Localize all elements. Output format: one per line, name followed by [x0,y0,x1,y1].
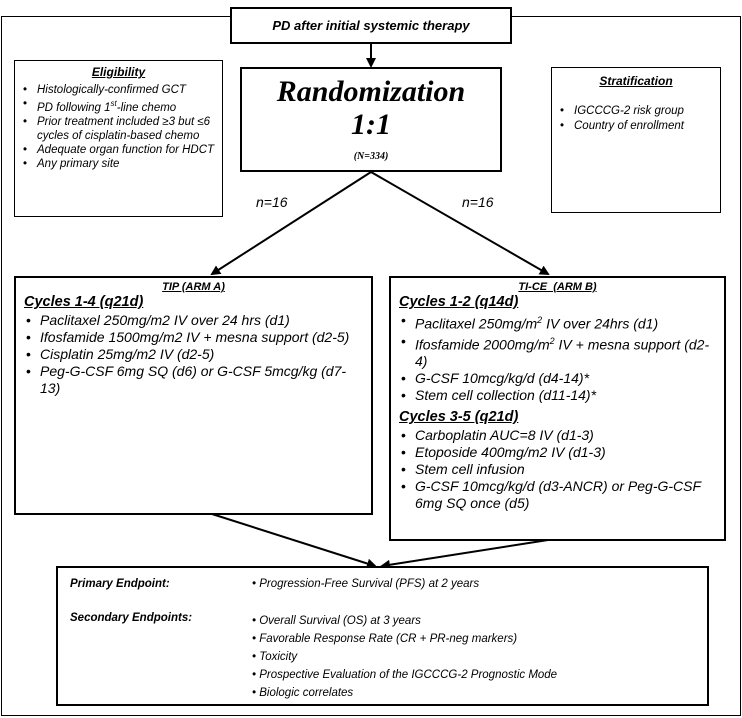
top-box-text: PD after initial systemic therapy [272,18,470,33]
arm-a-item: Peg-G-CSF 6mg SQ (d6) or G-CSF 5mcg/kg (… [26,363,363,397]
arm-b-item: Ifosfamide 2000mg/m2 IV + mesna support … [401,333,716,371]
stratification-list: IGCCCG-2 risk group Country of enrollmen… [560,104,716,134]
arm-a-cycles-title: Cycles 1-4 (q21d) [24,294,144,310]
arm-b-item: Etoposide 400mg/m2 IV (d1-3) [401,444,716,461]
arrow-to-arm-b [370,171,550,275]
arm-b-n-label: n=16 [462,194,494,210]
secondary-endpoints-list: • Overall Survival (OS) at 3 years • Fav… [252,612,557,702]
arm-b-item: Paclitaxel 250mg/m2 IV over 24hrs (d1) [401,312,716,333]
arm-a-item: Ifosfamide 1500mg/m2 IV + mesna support … [26,329,363,346]
arm-b-item: Stem cell infusion [401,461,716,478]
eligibility-list: Histologically-confirmed GCT PD followin… [23,83,216,171]
arm-a-item: Cisplatin 25mg/m2 IV (d2-5) [26,346,363,363]
endpoints-box: Primary Endpoint: • Progression-Free Sur… [56,566,709,706]
secondary-endpoint-item: • Prospective Evaluation of the IGCCCG-2… [252,669,558,681]
eligibility-box: Eligibility Histologically-confirmed GCT… [14,60,223,217]
stratification-box: Stratification IGCCCG-2 risk group Count… [551,67,721,213]
secondary-endpoint-item: • Biologic correlates [252,687,354,699]
arm-a-list: Paclitaxel 250mg/m2 IV over 24 hrs (d1) … [24,312,363,397]
arm-a-item: Paclitaxel 250mg/m2 IV over 24 hrs (d1) [26,312,363,329]
eligibility-item: Prior treatment included ≥3 but ≤6 cycle… [23,115,216,143]
randomization-n: (N=334) [353,151,389,162]
top-box: PD after initial systemic therapy [230,7,512,44]
stratification-item: Country of enrollment [560,119,716,134]
primary-endpoint-item: • Progression-Free Survival (PFS) at 2 y… [252,578,480,590]
arm-b-box: TI-CE (ARM B) Cycles 1-2 (q14d) Paclitax… [389,276,726,541]
secondary-endpoint-item: • Overall Survival (OS) at 3 years [252,615,421,627]
stratification-item: IGCCCG-2 risk group [560,104,716,119]
eligibility-title: Eligibility [91,65,146,79]
arrow-arm-b-to-endpoints [380,539,549,570]
arm-b-title: TI-CE (ARM B) [518,281,597,293]
secondary-endpoint-item: • Toxicity [252,651,298,663]
eligibility-item: Adequate organ function for HDCT [23,143,216,157]
arm-a-n-label: n=16 [256,194,288,210]
eligibility-item: Any primary site [23,157,216,171]
arm-b-cycles1-list: Paclitaxel 250mg/m2 IV over 24hrs (d1) I… [399,312,716,404]
secondary-endpoints-label: Secondary Endpoints: [70,612,193,624]
arm-b-item: Carboplatin AUC=8 IV (d1-3) [401,427,716,444]
arm-b-cycles1-title: Cycles 1-2 (q14d) [399,294,519,310]
arm-b-item: G-CSF 10mcg/kg/d (d4-14)* [401,370,716,387]
arm-a-title: TIP (ARM A) [162,281,225,293]
secondary-endpoint-item: • Favorable Response Rate (CR + PR-neg m… [252,633,518,645]
arm-b-item: G-CSF 10mcg/kg/d (d3-ANCR) or Peg-G-CSF … [401,478,716,512]
primary-endpoint-label: Primary Endpoint: [70,578,170,590]
stratification-title: Stratification [599,74,673,88]
arrow-arm-a-to-endpoints [211,513,377,569]
arm-a-box: TIP (ARM A) Cycles 1-4 (q21d) Paclitaxel… [14,276,373,515]
randomization-title: Randomization [276,75,466,108]
arm-b-cycles2-title: Cycles 3-5 (q21d) [399,409,519,426]
randomization-box: Randomization 1:1 (N=334) [240,67,502,172]
arm-b-cycles2-list: Carboplatin AUC=8 IV (d1-3) Etoposide 40… [399,427,716,512]
randomization-ratio: 1:1 [351,108,391,141]
eligibility-item: PD following 1st-line chemo [23,97,216,115]
arrow-to-arm-a [210,171,372,276]
eligibility-item: Histologically-confirmed GCT [23,83,216,97]
arm-b-item: Stem cell collection (d11-14)* [401,387,716,404]
